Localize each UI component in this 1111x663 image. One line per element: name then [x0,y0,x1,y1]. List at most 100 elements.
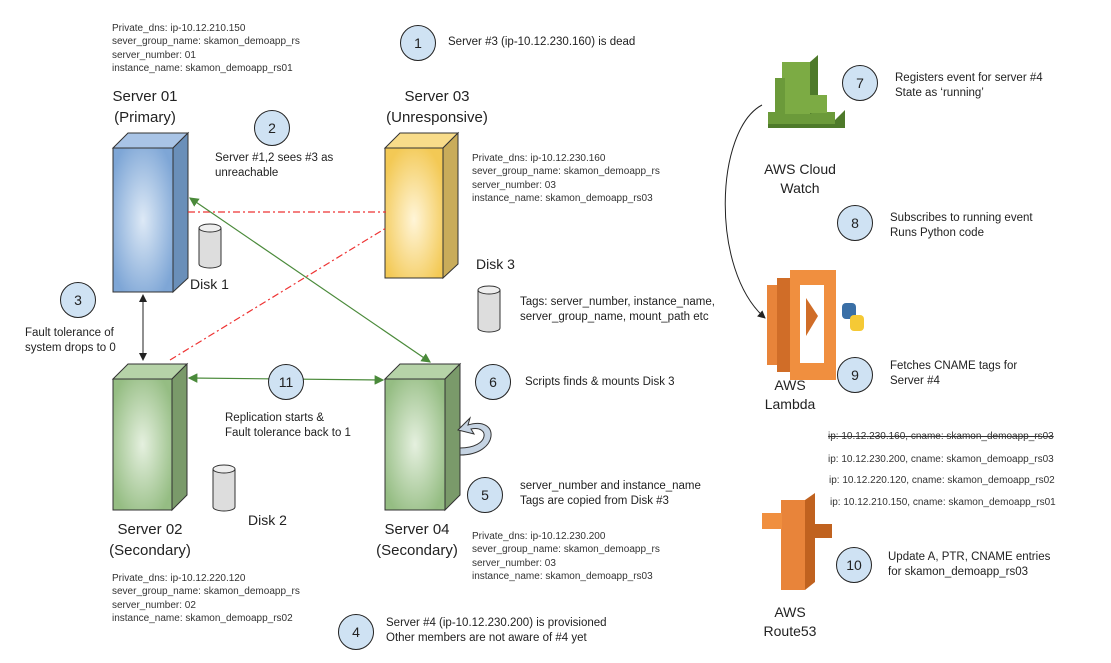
note-line: Other members are not aware of #4 yet [386,632,587,644]
disk-1-icon [198,223,222,269]
server-title: Server 03 [404,88,470,105]
note-line: server_group_name, mount_path etc [520,311,709,323]
info-line: sever_group_name: skamon_demoapp_rs [112,586,300,598]
step-1-circle: 1 [400,25,436,61]
info-line: sever_group_name: skamon_demoapp_rs [472,166,660,178]
note-line: Tags: server_number, instance_name, [520,296,715,308]
note-line: State as ‘running’ [895,87,984,99]
server-04-label: Server 04 (Secondary) [367,519,467,561]
note-line: Fault tolerance back to 1 [225,427,351,439]
route53-label: AWS Route53 [750,603,830,641]
note-line: Update A, PTR, CNAME entries [888,551,1051,563]
disk-3-label: Disk 3 [476,256,515,272]
info-line: instance_name: skamon_demoapp_rs03 [472,192,653,204]
step-8-circle: 8 [837,205,873,241]
step-10-circle: 10 [836,547,872,583]
step-3-circle: 3 [60,282,96,318]
event-flow-arrow [724,104,766,319]
step-2-note: Server #1,2 sees #3 as unreachable [215,151,333,181]
server-role: (Secondary) [109,542,191,559]
server-04-box [383,362,462,512]
note-line: Runs Python code [890,227,984,239]
info-line: instance_name: skamon_demoapp_rs02 [112,612,293,624]
dns-entry: ip: 10.12.230.200, cname: skamon_demoapp… [828,454,1054,465]
step-7-circle: 7 [842,65,878,101]
note-line: Server #4 [890,375,940,387]
rotate-arrow-icon [457,416,492,456]
route53-icon [762,493,832,590]
label-line: AWS [774,604,806,620]
note-line: Tags are copied from Disk #3 [520,495,669,507]
note-line: unreachable [215,167,279,179]
dns-entry-removed: ip: 10.12.230.160, cname: skamon_demoapp… [828,431,1054,442]
label-line: Lambda [764,396,816,412]
step-10-note: Update A, PTR, CNAME entries for skamon_d… [888,550,1050,580]
step-4-note: Server #4 (ip-10.12.230.200) is provisio… [386,616,607,646]
server-04-info: Private_dns: ip-10.12.230.200 sever_group… [472,530,660,583]
info-line: server_number: 01 [112,49,196,61]
disk-3-tags: Tags: server_number, instance_name,serve… [520,295,715,325]
step-11-note: Replication starts & Fault tolerance back… [225,411,351,441]
disk-3-icon [477,285,501,333]
note-line: for skamon_demoapp_rs03 [888,566,1028,578]
step-4-circle: 4 [338,614,374,650]
info-line: instance_name: skamon_demoapp_rs03 [472,570,653,582]
server-role: (Unresponsive) [386,109,488,126]
disk-2-icon [212,464,236,512]
server-03-label: Server 03 (Unresponsive) [372,86,502,128]
step-3-note: Fault tolerance of system drops to 0 [25,326,116,356]
note-line: Server #4 (ip-10.12.230.200) is provisio… [386,617,607,629]
label-line: Watch [780,180,820,196]
note-line: Replication starts & [225,412,325,424]
dns-entry: ip: 10.12.210.150, cname: skamon_demoapp… [830,497,1056,508]
disk-1-label: Disk 1 [190,276,229,292]
info-line: sever_group_name: skamon_demoapp_rs [472,544,660,556]
step-11-circle: 11 [268,364,304,400]
step-2-circle: 2 [254,110,290,146]
server-02-label: Server 02 (Secondary) [100,519,200,561]
info-line: instance_name: skamon_demoapp_rs01 [112,62,293,74]
server-role: (Primary) [114,109,176,126]
note-line: Registers event for server #4 [895,72,1043,84]
info-line: Private_dns: ip-10.12.230.160 [472,153,606,164]
label-line: AWS [774,377,806,393]
step-7-note: Registers event for server #4 State as ‘r… [895,71,1043,101]
server-title: Server 02 [117,521,183,538]
server-02-box [111,362,189,512]
server-title: Server 01 [112,88,178,105]
info-line: server_number: 03 [472,179,556,191]
server-role: (Secondary) [376,542,458,559]
server-01-box [111,131,190,294]
cloudwatch-icon [768,55,845,128]
note-line: system drops to 0 [25,342,116,354]
label-line: Route53 [763,623,817,639]
step-6-note: Scripts finds & mounts Disk 3 [525,376,675,388]
info-line: Private_dns: ip-10.12.230.200 [472,531,606,542]
step-9-circle: 9 [837,357,873,393]
note-line: Server #1,2 sees #3 as [215,152,334,164]
python-logo-icon [842,303,864,331]
info-line: sever_group_name: skamon_demoapp_rs [112,36,300,48]
lambda-label: AWS Lambda [750,376,830,414]
note-line: Subscribes to running event [890,212,1033,224]
replication-line-s1-s4 [189,197,431,363]
info-line: Private_dns: ip-10.12.210.150 [112,23,246,34]
step-5-circle: 5 [467,477,503,513]
label-line: AWS Cloud [764,161,836,177]
step-1-note: Server #3 (ip-10.12.230.160) is dead [448,36,636,48]
dns-entry: ip: 10.12.220.120, cname: skamon_demoapp… [829,475,1055,486]
note-line: Fault tolerance of [25,327,114,339]
server-01-info: Private_dns: ip-10.12.210.150 sever_group… [112,22,300,75]
server-title: Server 04 [384,521,450,538]
info-line: server_number: 03 [472,557,556,569]
info-line: server_number: 02 [112,599,196,611]
server-01-label: Server 01 (Primary) [95,86,195,128]
disk-2-label: Disk 2 [248,512,287,528]
